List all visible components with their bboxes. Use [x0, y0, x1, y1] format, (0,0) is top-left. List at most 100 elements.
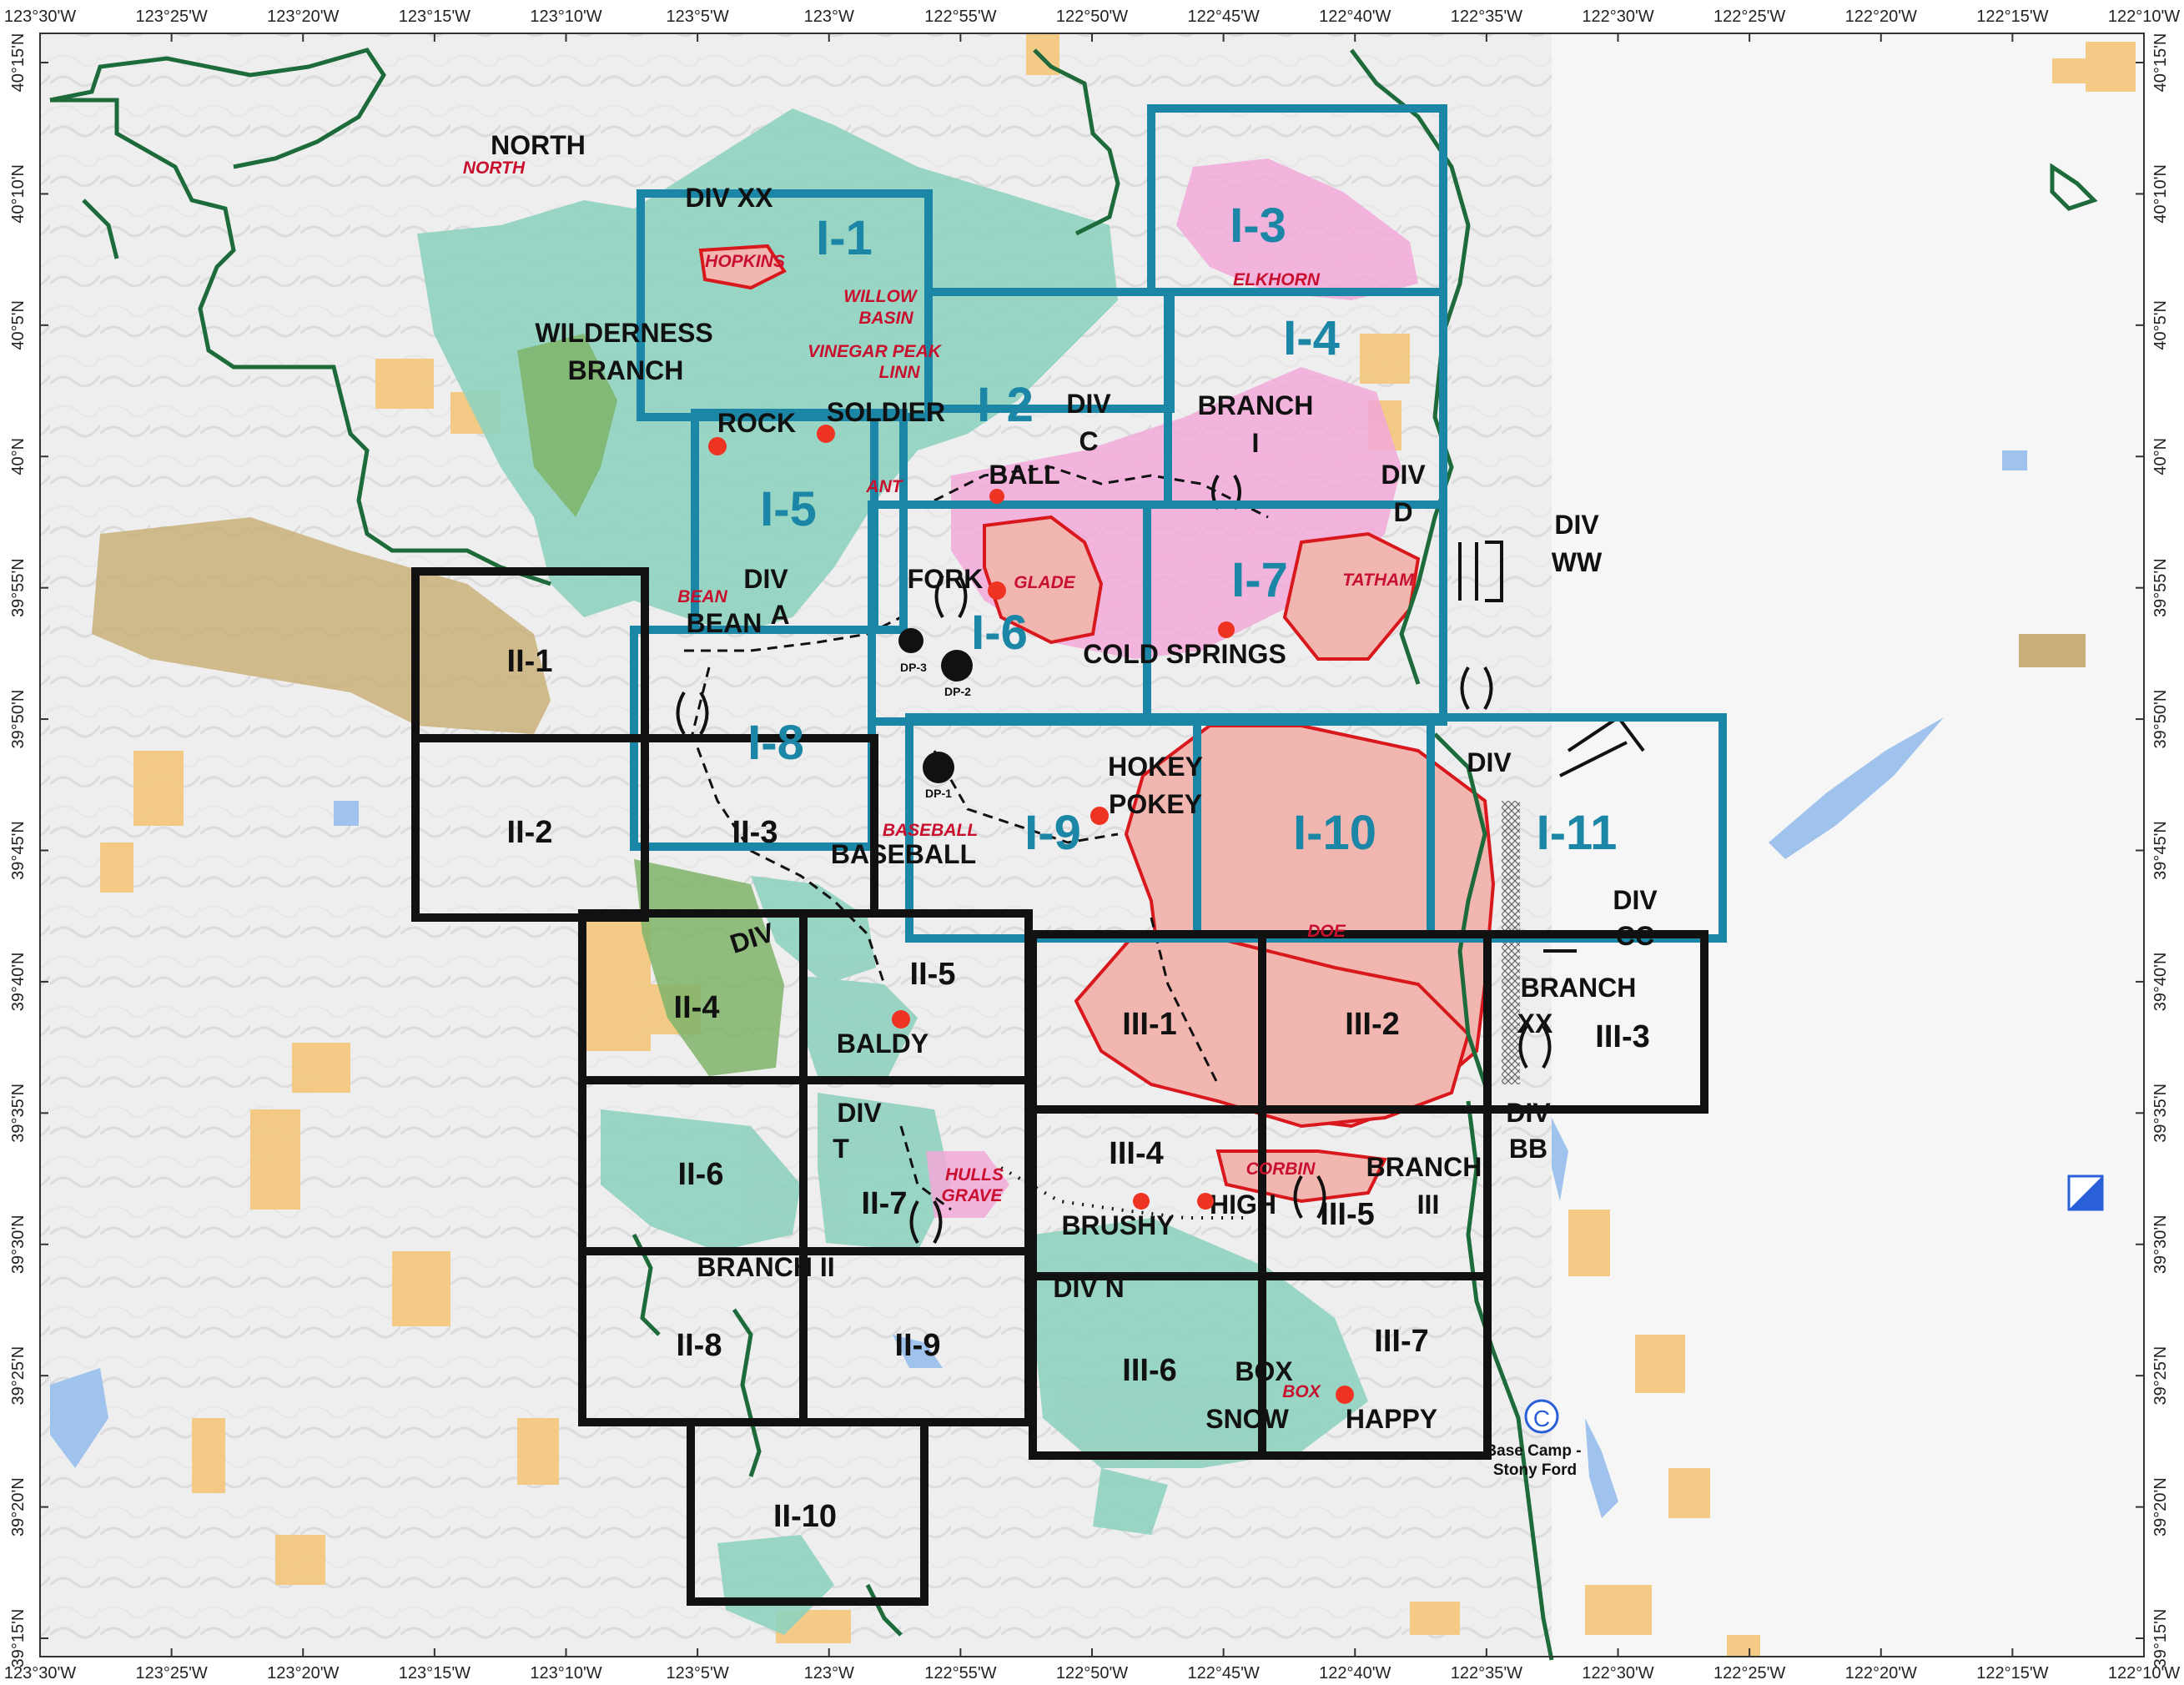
latitude-label: 39°20'N: [2151, 1477, 2170, 1537]
longitude-label: 123°25'W: [135, 1664, 207, 1682]
latitude-label: 39°40'N: [9, 953, 28, 1012]
latitude-label: 39°55'N: [9, 558, 28, 617]
longitude-label: 123°W: [804, 1664, 854, 1682]
zone-label: II-7: [862, 1186, 908, 1221]
place-label: HOKEY: [1108, 752, 1203, 782]
latitude-label: 40°5'N: [2151, 300, 2170, 350]
place-label: SNOW: [1205, 1404, 1289, 1434]
fire-label: CORBIN: [1246, 1159, 1316, 1179]
base-camp-icon: C: [1524, 1399, 1559, 1434]
div-label: XX: [1517, 1008, 1553, 1039]
longitude-label: 122°45'W: [1187, 8, 1259, 26]
longitude-label: 122°50'W: [1056, 8, 1128, 26]
latitude-label: 39°50'N: [9, 690, 28, 749]
zone-label: II-2: [507, 815, 553, 850]
longitude-label: 123°30'W: [4, 8, 76, 26]
zone-label: I-7: [1231, 553, 1288, 607]
place-label: BOX: [1235, 1356, 1293, 1386]
place-label: BRUSHY: [1061, 1210, 1174, 1240]
base-camp-letter: C: [1533, 1406, 1550, 1431]
fire-label: BASIN: [858, 309, 913, 328]
latitude-label: 39°35'N: [9, 1084, 28, 1143]
div-label: NORTH: [491, 130, 586, 160]
div-label: DIV: [1506, 1098, 1551, 1128]
place-label: BASEBALL: [831, 839, 976, 869]
latitude-label: 40°5'N: [9, 300, 28, 350]
place-label: POKEY: [1109, 789, 1202, 819]
div-label: C: [1079, 426, 1098, 456]
div-label: DIV: [1467, 747, 1512, 777]
zone-label: I-6: [971, 606, 1028, 660]
longitude-label: 123°15'W: [399, 1664, 471, 1682]
longitude-label: 122°40'W: [1319, 8, 1391, 26]
longitude-label: 122°25'W: [1713, 1664, 1785, 1682]
latitude-label: 39°15'N: [9, 1609, 28, 1668]
div-label: T: [833, 1134, 849, 1164]
zone-label: I-8: [747, 716, 804, 770]
place-label: HIGH: [1210, 1190, 1276, 1220]
place-label: COLD SPRINGS: [1083, 639, 1286, 669]
zone-label: II-3: [732, 815, 778, 850]
longitude-label: 123°5'W: [667, 8, 729, 26]
zone-label: II-10: [773, 1499, 837, 1534]
place-label: BALL: [989, 460, 1059, 490]
latitude-label: 40°10'N: [2151, 164, 2170, 224]
latitude-label: 39°25'N: [9, 1346, 28, 1406]
longitude-label: 122°40'W: [1319, 1664, 1391, 1682]
latitude-label: 39°35'N: [2151, 1084, 2170, 1143]
latitude-label: 39°30'N: [2151, 1215, 2170, 1274]
valley-east: [1552, 33, 2144, 1657]
place-label: HAPPY: [1346, 1404, 1437, 1434]
div-label: CC: [1616, 921, 1654, 951]
zone-label: III-1: [1122, 1007, 1176, 1042]
longitude-label: 122°30'W: [1582, 8, 1653, 26]
zone-label: I-4: [1283, 311, 1340, 365]
fire-label: LINN: [879, 363, 921, 382]
tan-land-area: [92, 517, 551, 734]
latitude-label: 40°N: [2151, 438, 2170, 475]
fire-names: NORTH HOPKINS WILLOW BASIN VINEGAR PEAK …: [463, 158, 1414, 1401]
dashed-fire-lines: [684, 465, 1269, 1211]
zone-label: I-9: [1024, 806, 1081, 860]
longitude-label: 123°W: [804, 8, 854, 26]
longitude-label: 122°25'W: [1713, 8, 1785, 26]
fire-label: ANT: [865, 477, 903, 496]
zone-label: I-1: [816, 211, 873, 265]
fire-label: NORTH: [463, 158, 526, 178]
div-label: BB: [1509, 1134, 1547, 1164]
div-label: I: [1252, 428, 1260, 458]
longitude-label: 123°10'W: [530, 8, 601, 26]
latitude-label: 39°45'N: [2151, 821, 2170, 880]
longitude-label: 122°35'W: [1451, 8, 1522, 26]
fire-label: BEAN: [677, 587, 727, 606]
div-label: DIV: [1613, 885, 1658, 915]
longitude-label: 122°10'W: [2108, 1664, 2180, 1682]
zone-label: I-2: [977, 378, 1034, 432]
longitude-label: 122°35'W: [1451, 1664, 1522, 1682]
longitude-label: 122°15'W: [1976, 1664, 2048, 1682]
longitude-label: 123°10'W: [530, 1664, 601, 1682]
latitude-label: 39°15'N: [2151, 1609, 2170, 1668]
latitude-label: 39°20'N: [9, 1477, 28, 1537]
zone-label: II-8: [677, 1328, 722, 1363]
place-names: ROCK SOLDIER BALL FORK BEAN COLD SPRINGS…: [687, 397, 1582, 1479]
zone-label: I-5: [760, 482, 817, 536]
location-markers: [708, 425, 1354, 1404]
water-bodies: [50, 450, 2027, 1518]
fire-label: DOE: [1307, 922, 1346, 941]
left-axis-labels: 40°15'N40°10'N40°5'N40°N39°55'N39°50'N39…: [9, 33, 28, 1668]
latitude-label: 40°15'N: [2151, 33, 2170, 93]
place-label: SOLDIER: [827, 397, 945, 427]
longitude-label: 122°30'W: [1582, 1664, 1653, 1682]
fire-label: GRAVE: [941, 1186, 1003, 1205]
longitude-label: 123°25'W: [135, 8, 207, 26]
zone-label: II-6: [678, 1157, 724, 1192]
place-label: BALDY: [837, 1029, 928, 1059]
zone-label: II-1: [507, 644, 553, 679]
div-label: DIV XX: [686, 183, 774, 213]
graticule-ticks: [39, 33, 2145, 1657]
div-label: D: [1393, 497, 1412, 527]
division-labels: DIV XX WILDERNESS BRANCH NORTH DIV C BRA…: [491, 130, 1658, 1303]
black-grid-labels: II-1 II-2 II-3 II-4 II-5 II-6 II-7 II-8 …: [507, 644, 1650, 1534]
div-label: DIV: [1381, 460, 1426, 490]
